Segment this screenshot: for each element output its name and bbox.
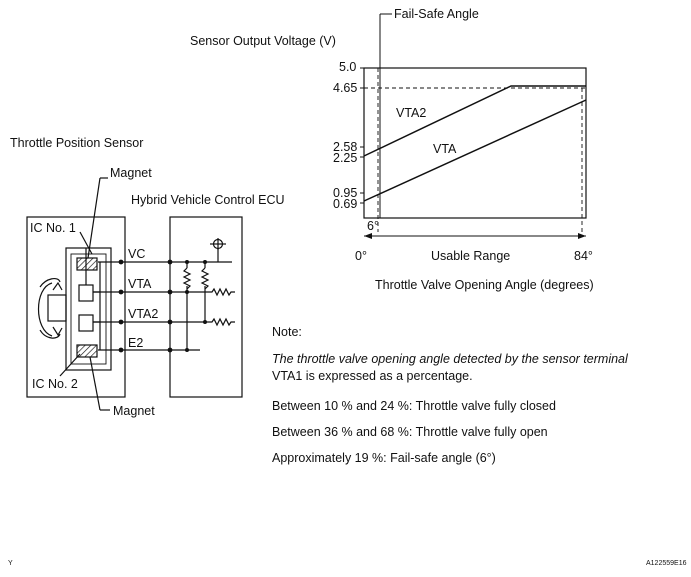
terminal-dots <box>118 259 207 353</box>
sensor-title: Throttle Position Sensor <box>10 136 144 150</box>
ytick-5-0: 5.0 <box>339 60 357 74</box>
terminal-e2: E2 <box>128 336 144 350</box>
footer-left-mark: Y <box>8 560 13 567</box>
vta2-label: VTA2 <box>396 106 427 120</box>
magnet-top-block <box>76 257 98 271</box>
angle-6-label: 6° <box>367 219 379 233</box>
magnet-bottom-label: Magnet <box>113 404 155 418</box>
ic2-chip <box>78 314 94 332</box>
rotation-arrow-icon <box>38 282 53 337</box>
note-item-2: Between 36 % and 68 %: Throttle valve fu… <box>272 425 548 439</box>
terminal-vta: VTA <box>128 277 152 291</box>
ytick-4-65: 4.65 <box>333 81 358 95</box>
sensor-circuit <box>26 177 243 411</box>
graph-frame <box>363 67 587 219</box>
failsafe-label: Fail-Safe Angle <box>394 7 479 21</box>
ic2-label: IC No. 2 <box>32 377 78 391</box>
magnet-bottom-block <box>76 344 98 358</box>
graph-xlabel: Throttle Valve Opening Angle (degrees) <box>375 278 594 292</box>
terminal-vta2: VTA2 <box>128 307 159 321</box>
ytick-2-58: 2.58 <box>333 140 358 154</box>
ic1-label: IC No. 1 <box>30 221 76 235</box>
note-item-3: Approximately 19 %: Fail-safe angle (6°) <box>272 451 496 465</box>
ytick-0-69: 0.69 <box>333 197 358 211</box>
note-item-1: Between 10 % and 24 %: Throttle valve fu… <box>272 399 556 413</box>
vta-line <box>363 99 587 202</box>
ecu-label: Hybrid Vehicle Control ECU <box>131 193 285 207</box>
xtick-0: 0° <box>355 249 367 263</box>
note-line-2: VTA1 is expressed as a percentage. <box>272 369 473 383</box>
ecu-box <box>169 216 243 398</box>
note-line-1: The throttle valve opening angle detecte… <box>272 352 628 366</box>
graph-ylabel: Sensor Output Voltage (V) <box>190 34 336 48</box>
terminal-vc: VC <box>128 247 146 261</box>
ytick-0-95: 0.95 <box>333 186 358 200</box>
ic1-chip <box>78 284 94 302</box>
rotor-shaft <box>47 294 67 322</box>
sensor-box <box>26 216 126 398</box>
xtick-84: 84° <box>574 249 593 263</box>
vta2-line <box>363 85 586 157</box>
note-heading: Note: <box>272 325 302 339</box>
usable-range-label: Usable Range <box>431 249 511 263</box>
magnet-top-label: Magnet <box>110 166 152 180</box>
figure-code: A122559E16 <box>646 560 687 567</box>
ytick-2-25: 2.25 <box>333 151 358 165</box>
voltage-graph <box>360 13 587 239</box>
vta-label: VTA <box>433 142 457 156</box>
